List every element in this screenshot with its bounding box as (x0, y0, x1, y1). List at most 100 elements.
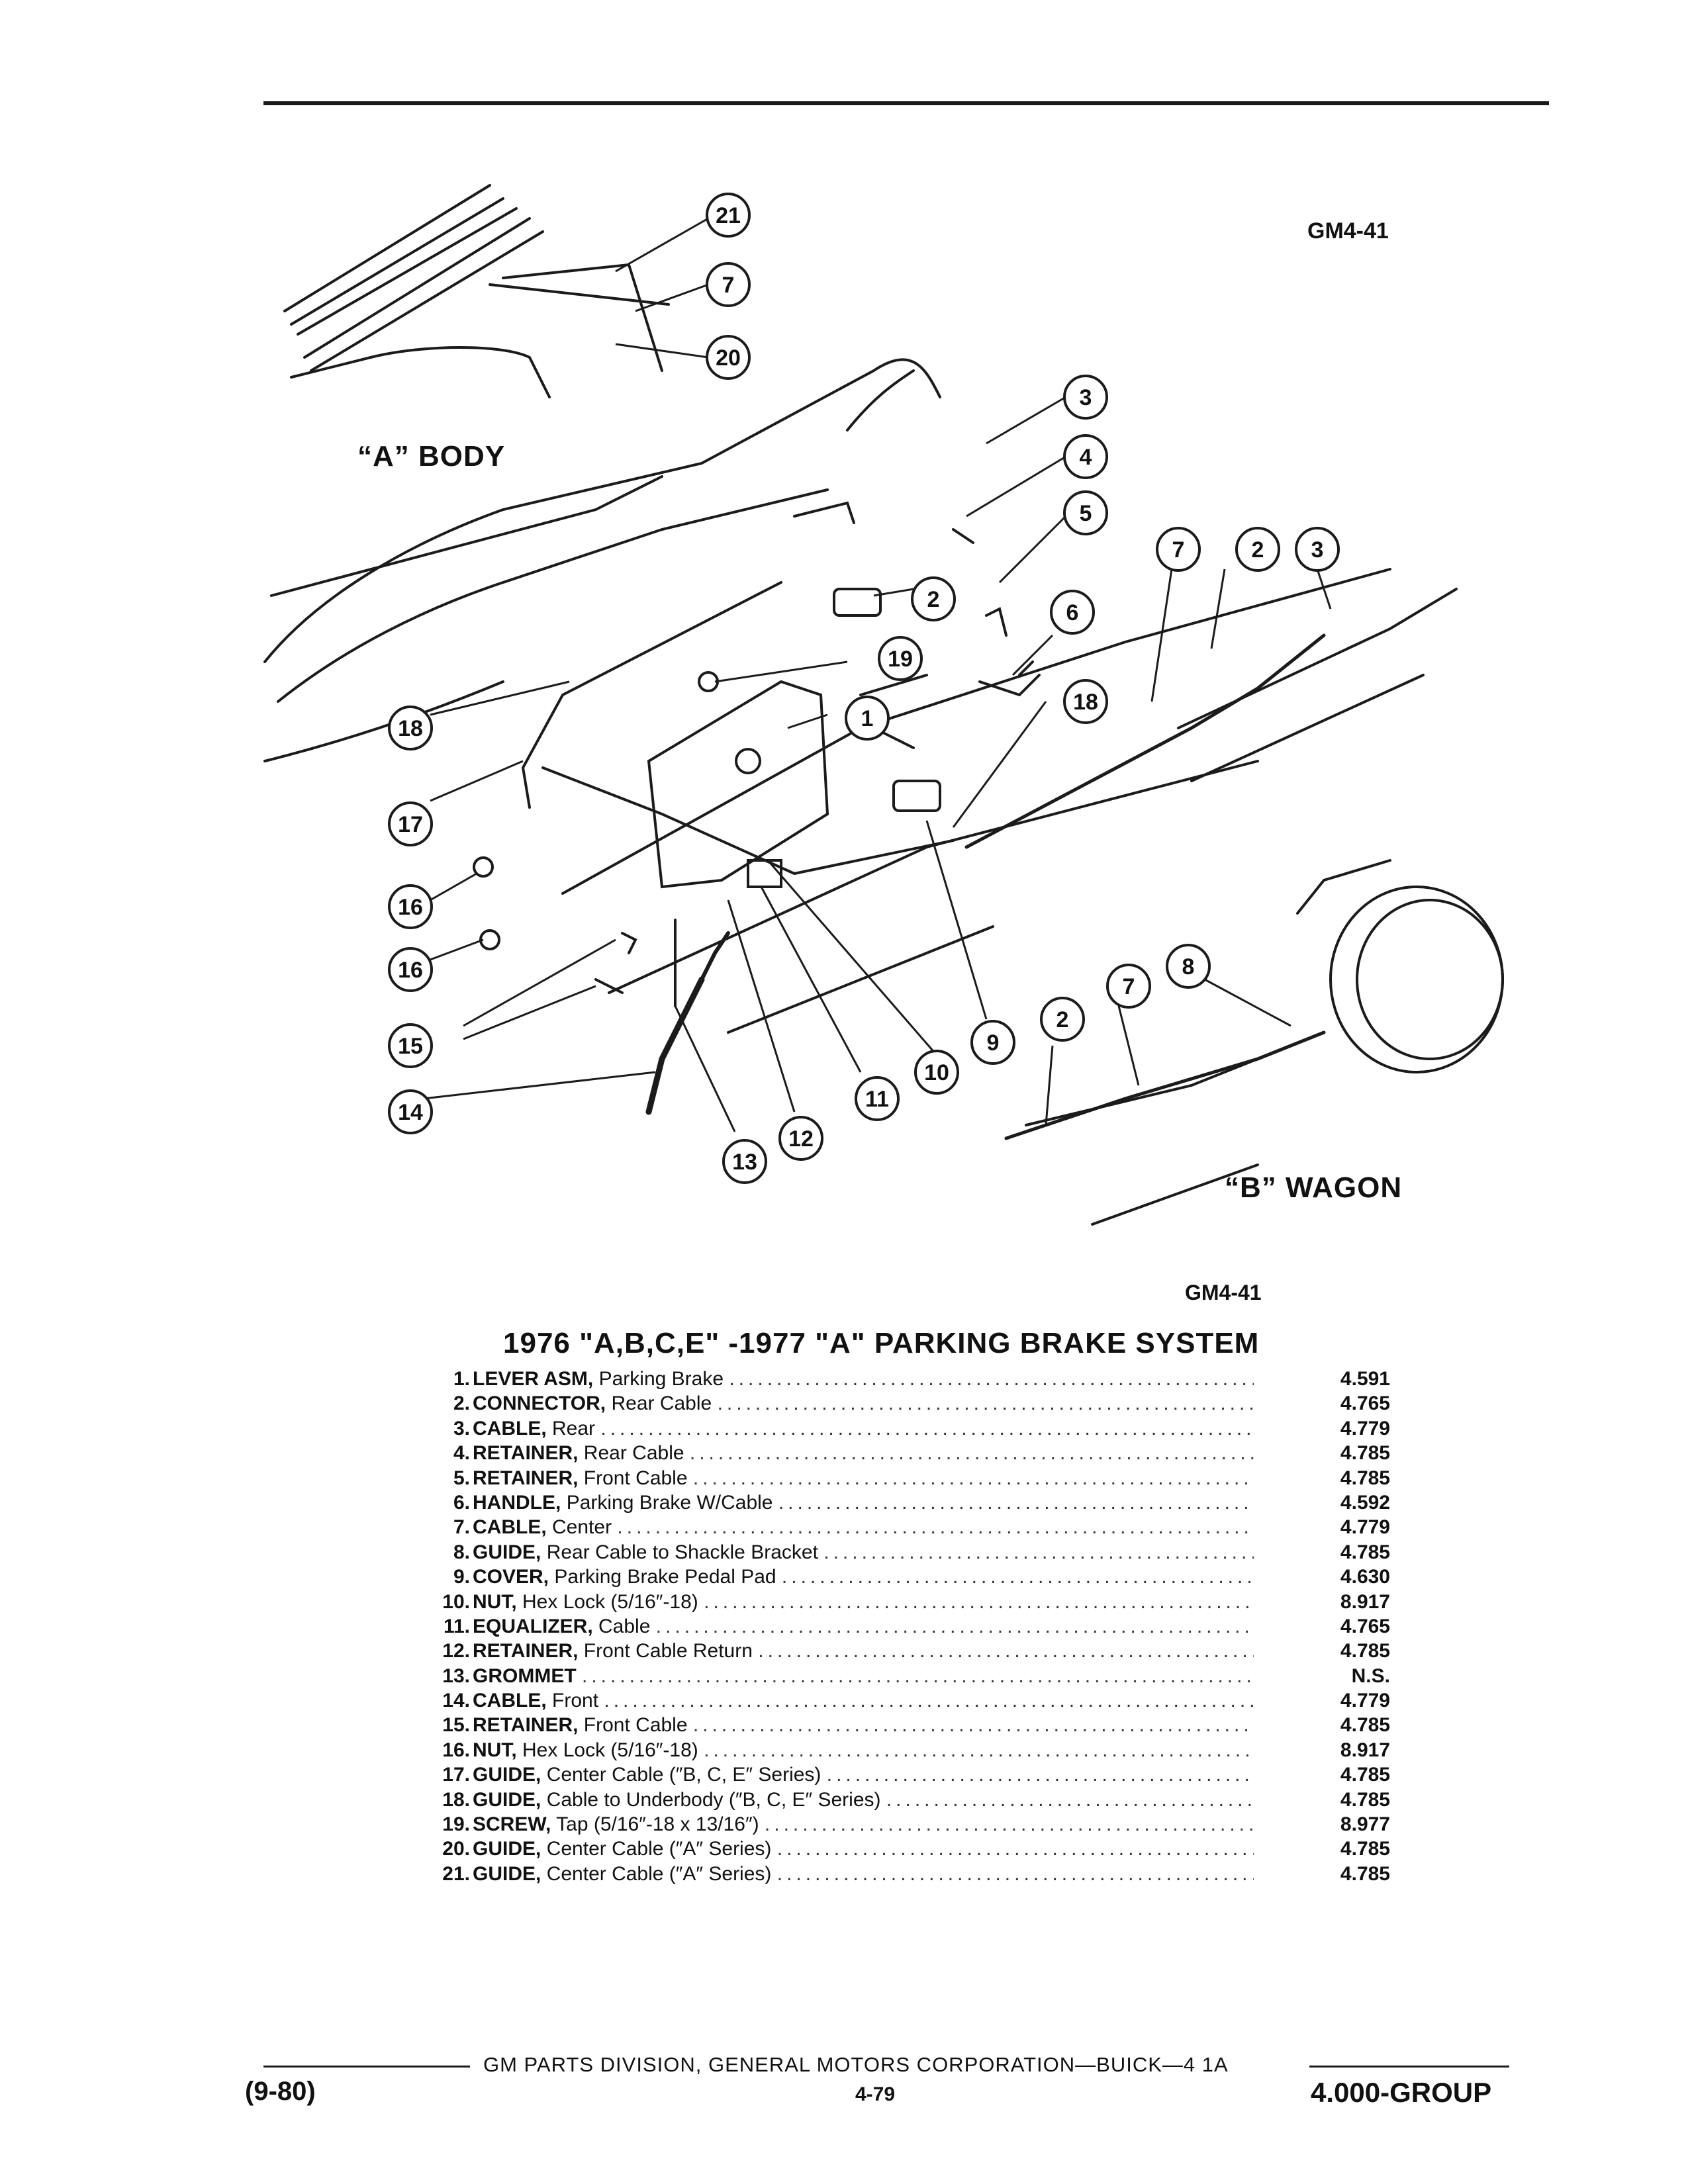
part-detail: Rear Cable (583, 1442, 684, 1465)
part-number: 15. (442, 1714, 470, 1737)
part-name: GUIDE, (473, 1862, 541, 1885)
callout-9: 9 (987, 1030, 1000, 1056)
part-detail: Parking Brake W/Cable (566, 1491, 773, 1514)
part-name: EQUALIZER, (473, 1615, 593, 1637)
callout-6: 6 (1066, 600, 1079, 625)
part-name: GUIDE, (473, 1764, 541, 1786)
part-description: RETAINER, Front Cable ..................… (473, 1466, 1254, 1490)
part-group-ref: 4.765 (1340, 1392, 1390, 1415)
part-number: 12. (442, 1640, 470, 1662)
part-detail: Rear Cable to Shackle Bracket (546, 1541, 818, 1563)
parts-row: 9.COVER, Parking Brake Pedal Pad .......… (404, 1565, 1390, 1589)
part-detail: Hex Lock (5/16″-18) (522, 1590, 698, 1613)
parts-row: 11.EQUALIZER, Cable ....................… (404, 1614, 1390, 1639)
part-name: COVER, (473, 1566, 549, 1588)
part-description: GUIDE, Center Cable (″A″ Series) .......… (473, 1837, 1254, 1861)
part-name: GUIDE, (473, 1838, 541, 1860)
parts-row: 14.CABLE, Front ........................… (404, 1688, 1390, 1713)
part-name: NUT, (473, 1739, 517, 1761)
callout-10: 10 (924, 1060, 949, 1085)
parts-row: 15.RETAINER, Front Cable ...............… (404, 1713, 1390, 1737)
part-group-ref: 4.785 (1340, 1788, 1390, 1811)
part-number: 7. (453, 1516, 470, 1539)
top-rule (263, 101, 1549, 105)
callout-20: 20 (716, 345, 741, 371)
part-description: RETAINER, Front Cable ..................… (473, 1713, 1254, 1737)
parts-row: 13.GROMMET .............................… (404, 1664, 1390, 1688)
leader-dots: ........................................… (758, 1640, 1254, 1662)
part-description: SCREW, Tap (5/16″-18 x 13/16″) .........… (473, 1812, 1254, 1837)
part-number: 21. (442, 1862, 470, 1885)
part-description: RETAINER, Rear Cable ...................… (473, 1441, 1254, 1465)
leader-dots: ........................................… (776, 1862, 1254, 1885)
callout-21: 21 (716, 203, 741, 228)
callout-numbers: 21 7 20 3 4 5 2 6 19 1 18 7 2 3 18 17 16… (398, 203, 1323, 1175)
part-description: RETAINER, Front Cable Return ...........… (473, 1639, 1254, 1663)
part-detail: Center Cable (″A″ Series) (546, 1862, 772, 1885)
part-detail: Cable to Underbody (″B, C, E″ Series) (546, 1788, 881, 1811)
part-detail: Hex Lock (5/16″-18) (522, 1739, 698, 1761)
part-detail: Rear Cable (611, 1392, 712, 1415)
callout-15: 15 (398, 1034, 423, 1059)
parking-brake-diagram: 21 7 20 3 4 5 2 6 19 1 18 7 2 3 18 17 16… (263, 184, 1504, 1226)
part-detail: Tap (5/16″-18 x 13/16″) (556, 1813, 759, 1836)
parts-row: 19.SCREW, Tap (5/16″-18 x 13/16″) ......… (404, 1812, 1390, 1837)
part-description: GUIDE, Center Cable (″A″ Series) .......… (473, 1862, 1254, 1886)
parts-list-title: 1976 "A,B,C,E" -1977 "A" PARKING BRAKE S… (503, 1327, 1260, 1359)
leader-dots: ........................................… (655, 1615, 1254, 1637)
leader-dots: ........................................… (604, 1690, 1254, 1712)
part-description: CABLE, Center ..........................… (473, 1515, 1254, 1539)
part-number: 11. (443, 1615, 470, 1637)
part-name: HANDLE, (473, 1491, 561, 1514)
leader-dots: ........................................… (823, 1541, 1254, 1563)
part-name: RETAINER, (473, 1640, 579, 1662)
part-description: NUT, Hex Lock (5/16″-18) ...............… (473, 1590, 1254, 1614)
part-number: 2. (453, 1392, 470, 1415)
part-number: 1. (453, 1368, 470, 1390)
part-group-ref: N.S. (1351, 1664, 1390, 1687)
part-name: NUT, (473, 1590, 517, 1613)
parts-row: 2.CONNECTOR, Rear Cable ................… (404, 1391, 1390, 1416)
part-group-ref: 4.779 (1340, 1417, 1390, 1439)
part-name: RETAINER, (473, 1467, 579, 1489)
part-group-ref: 4.785 (1340, 1442, 1390, 1465)
parts-row: 3.CABLE, Rear ..........................… (404, 1416, 1390, 1441)
callout-7b: 7 (1172, 537, 1185, 563)
part-detail: Cable (598, 1615, 651, 1637)
callout-16b: 16 (398, 958, 423, 983)
leader-dots: ........................................… (692, 1714, 1254, 1737)
callout-14: 14 (398, 1100, 423, 1125)
part-number: 14. (442, 1690, 470, 1712)
part-description: NUT, Hex Lock (5/16″-18) ...............… (473, 1738, 1254, 1762)
part-number: 18. (442, 1788, 470, 1811)
part-group-ref: 4.785 (1340, 1862, 1390, 1885)
part-group-ref: 4.785 (1340, 1764, 1390, 1786)
part-description: CABLE, Rear ............................… (473, 1416, 1254, 1441)
part-number: 10. (442, 1590, 470, 1613)
part-number: 8. (453, 1541, 470, 1563)
footer-date: (9-80) (245, 2077, 316, 2106)
footer-page-number: 4-79 (855, 2083, 896, 2105)
part-detail: Front Cable (583, 1714, 688, 1737)
part-number: 19. (442, 1813, 470, 1836)
parts-row: 18.GUIDE, Cable to Underbody (″B, C, E″ … (404, 1788, 1390, 1812)
a-body-label: “A” BODY (357, 440, 506, 473)
parts-row: 17.GUIDE, Center Cable (″B, C, E″ Series… (404, 1762, 1390, 1787)
part-name: RETAINER, (473, 1714, 579, 1737)
parts-row: 12.RETAINER, Front Cable Return ........… (404, 1639, 1390, 1663)
part-group-ref: 4.591 (1340, 1368, 1390, 1390)
leader-dots: ........................................… (826, 1764, 1254, 1786)
callout-18: 18 (398, 716, 423, 741)
callout-2c: 2 (1056, 1007, 1069, 1032)
callout-16: 16 (398, 895, 423, 920)
callout-5: 5 (1080, 501, 1092, 526)
parts-row: 10.NUT, Hex Lock (5/16″-18) ............… (404, 1590, 1390, 1614)
callout-7c: 7 (1123, 974, 1135, 999)
part-group-ref: 4.785 (1340, 1714, 1390, 1737)
part-detail: Parking Brake Pedal Pad (554, 1566, 776, 1588)
part-description: GUIDE, Rear Cable to Shackle Bracket ...… (473, 1540, 1254, 1565)
footer-rule-left (263, 2066, 470, 2068)
part-group-ref: 4.630 (1340, 1566, 1390, 1588)
callout-3b: 3 (1311, 537, 1324, 563)
callout-8: 8 (1182, 954, 1195, 979)
